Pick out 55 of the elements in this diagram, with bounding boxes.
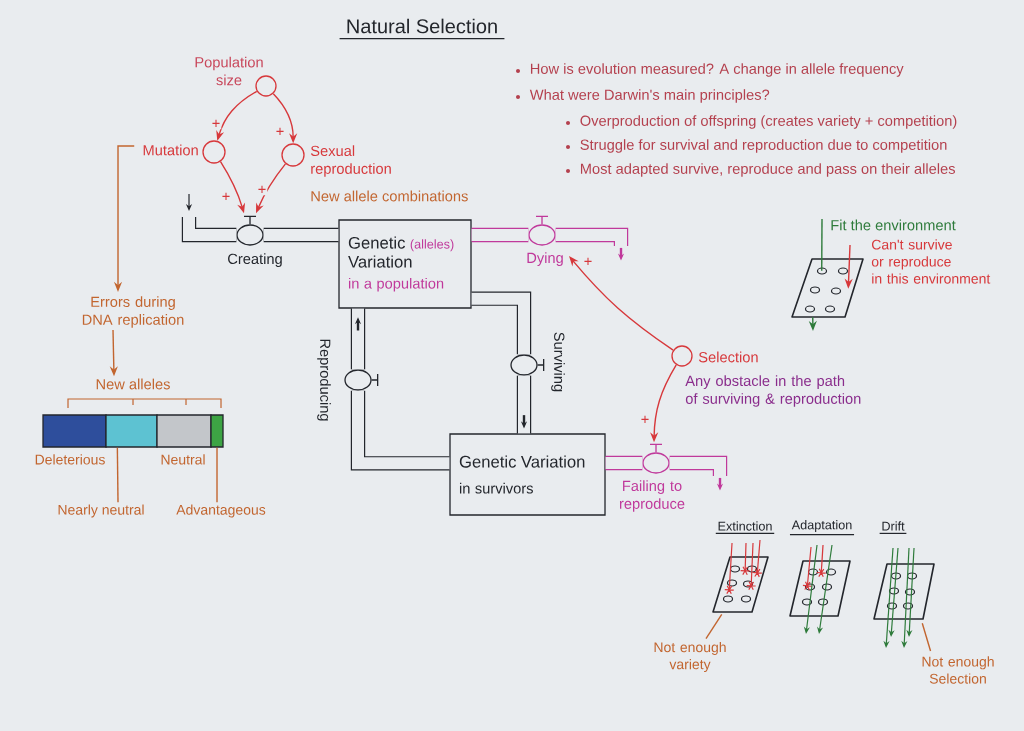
- leader-line: [116, 446, 119, 503]
- edge-label: +: [210, 118, 222, 130]
- leader-line: [216, 446, 218, 503]
- leader-line: [821, 218, 823, 272]
- label: Selection: [698, 351, 758, 363]
- flow-pipe: [181, 217, 237, 243]
- label: Errors during DNA replication: [82, 296, 184, 328]
- title: Natural Selection: [338, 18, 506, 40]
- label: Deleterious: [35, 454, 105, 465]
- stock-box: Genetic Variation in survivors: [449, 433, 606, 516]
- label: Creating: [228, 253, 282, 267]
- flow-pipe: [263, 227, 339, 243]
- flow-pipe: [350, 390, 450, 471]
- heading: Extinction: [715, 521, 775, 534]
- bullet-text: What were Darwin's main principles?: [529, 89, 770, 103]
- label: Any obstacle in the path of surviving & reproduction: [685, 375, 861, 407]
- edge-label: +: [639, 414, 651, 426]
- label: Population size: [195, 56, 263, 86]
- flow-pipe: [516, 375, 532, 434]
- arrow: [569, 256, 674, 351]
- label: Can't survive or reproduce in this environment: [871, 239, 991, 284]
- label: Failing to reproduce: [619, 480, 685, 512]
- bullet-text: Most adapted survive, reproduce and pass on their alleles: [581, 163, 955, 177]
- heading: Drift: [879, 521, 907, 534]
- stock-box: Genetic (alleles) Variation in a population: [338, 219, 472, 309]
- label: New allele combinations: [311, 190, 468, 202]
- bar-segment: [105, 414, 158, 448]
- label: Dying: [527, 252, 563, 266]
- label: Mutation: [143, 144, 198, 156]
- label: Not enough variety: [654, 641, 726, 673]
- flow-pipe: [471, 227, 529, 243]
- edge-label: +: [274, 126, 286, 138]
- label: Surviving: [551, 332, 565, 392]
- label: Not enough Selection: [922, 656, 994, 684]
- label: Sexual reproduction: [310, 145, 391, 177]
- leader-line: [921, 622, 932, 652]
- bullet-text: How is evolution measured? A change in allele frequency: [531, 63, 904, 77]
- label: New alleles: [96, 378, 170, 390]
- label: Nearly neutral: [58, 504, 144, 518]
- bullet-text: Overproduction of offspring (creates variety + competition): [580, 115, 957, 129]
- flow-pipe: [471, 291, 532, 355]
- flow-pipe: [350, 308, 366, 370]
- flow-pipe: [605, 455, 643, 471]
- leader-line: [705, 613, 723, 640]
- bar-segment: [210, 414, 224, 448]
- label: Reproducing: [317, 339, 331, 421]
- edge-label: +: [220, 191, 232, 203]
- heading: Adaptation: [789, 520, 855, 536]
- population-sketch: [791, 258, 864, 318]
- edge-label: +: [582, 256, 594, 268]
- label: Fit the environment: [831, 219, 956, 231]
- edge-label: +: [256, 184, 268, 196]
- label: Advantageous: [176, 504, 266, 518]
- bullet-text: Struggle for survival and reproduction due to competition: [580, 139, 947, 153]
- label: Neutral: [161, 454, 205, 465]
